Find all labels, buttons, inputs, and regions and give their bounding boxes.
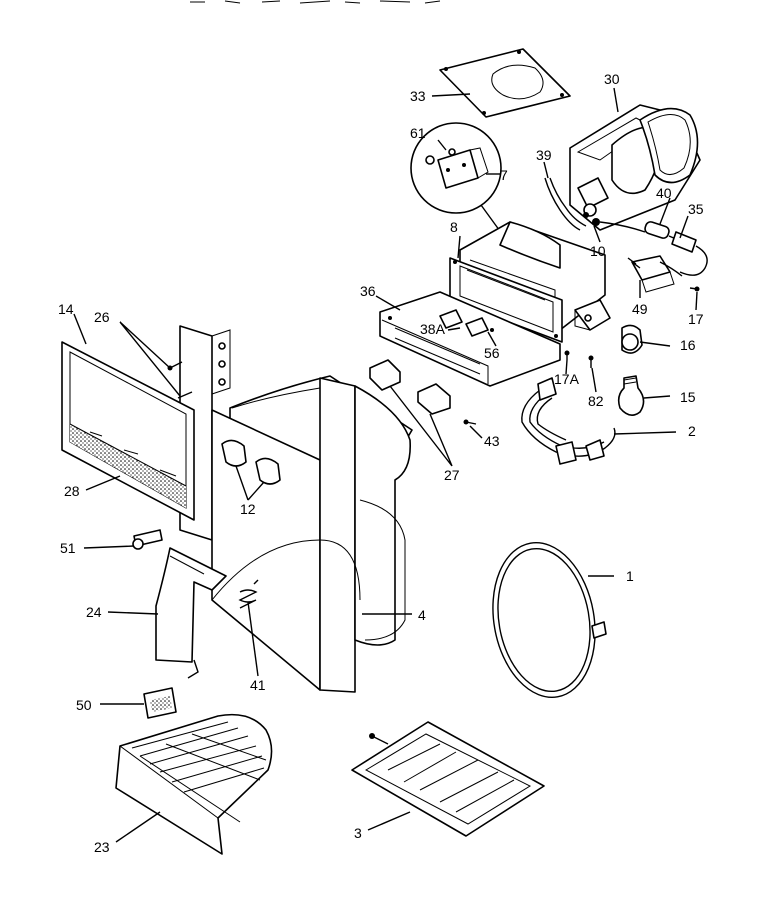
clip-12: [221, 439, 281, 485]
relay-49: [627, 255, 683, 293]
heater-plate-3: [351, 721, 545, 837]
label-36: 36: [360, 283, 376, 299]
screw-82: [588, 355, 594, 368]
label-3: 3: [354, 825, 362, 841]
label-1: 1: [626, 568, 634, 584]
harness-2: [521, 377, 616, 465]
bulb-15: [617, 375, 645, 416]
switch-assembly-39-10: [544, 177, 609, 231]
screw-17a: [564, 350, 570, 360]
label-27: 27: [444, 467, 460, 483]
label-10: 10: [590, 243, 606, 259]
label-30: 30: [604, 71, 620, 87]
label-61: 61: [410, 125, 426, 141]
label-41: 41: [250, 677, 266, 693]
label-26: 26: [94, 309, 110, 325]
control-housing-8-36: [379, 221, 611, 387]
label-14: 14: [58, 301, 74, 317]
screw-17: [689, 286, 700, 292]
label-38a: 38A: [420, 321, 446, 337]
screw-43: [463, 419, 477, 425]
label-49: 49: [632, 301, 648, 317]
label-17a: 17A: [554, 371, 580, 387]
label-7: 7: [500, 167, 508, 183]
label-51: 51: [60, 540, 76, 556]
button-38a: [439, 309, 489, 337]
label-50: 50: [76, 697, 92, 713]
label-56: 56: [484, 345, 500, 361]
screw-56: [490, 328, 494, 332]
pad-50: [143, 687, 177, 719]
bracket-27: [369, 359, 451, 415]
label-82: 82: [588, 393, 604, 409]
front-panel-14: [61, 341, 195, 521]
leader-lines: [73, 87, 698, 843]
label-33: 33: [410, 88, 426, 104]
cabinet-housing-4: [179, 325, 413, 693]
label-12: 12: [240, 501, 256, 517]
label-2: 2: [688, 423, 696, 439]
cover-plate-33: [439, 48, 571, 118]
label-40: 40: [656, 185, 672, 201]
spring-41: [238, 579, 259, 609]
label-15: 15: [680, 389, 696, 405]
label-17: 17: [688, 311, 704, 327]
knob-16: [621, 324, 643, 354]
label-39: 39: [536, 147, 552, 163]
label-43: 43: [484, 433, 500, 449]
socket-cord-40-35: [599, 221, 708, 276]
label-28: 28: [64, 483, 80, 499]
detail-inset-7-61: [410, 122, 506, 239]
pin-51: [132, 529, 163, 550]
drip-tray-23: [115, 713, 273, 855]
label-8: 8: [450, 219, 458, 235]
lever-24: [155, 547, 227, 679]
label-35: 35: [688, 201, 704, 217]
top-edge-artifact: [190, 0, 441, 4]
label-16: 16: [680, 337, 696, 353]
gasket-1: [492, 541, 607, 699]
label-23: 23: [94, 839, 110, 855]
label-24: 24: [86, 604, 102, 620]
label-4: 4: [418, 607, 426, 623]
